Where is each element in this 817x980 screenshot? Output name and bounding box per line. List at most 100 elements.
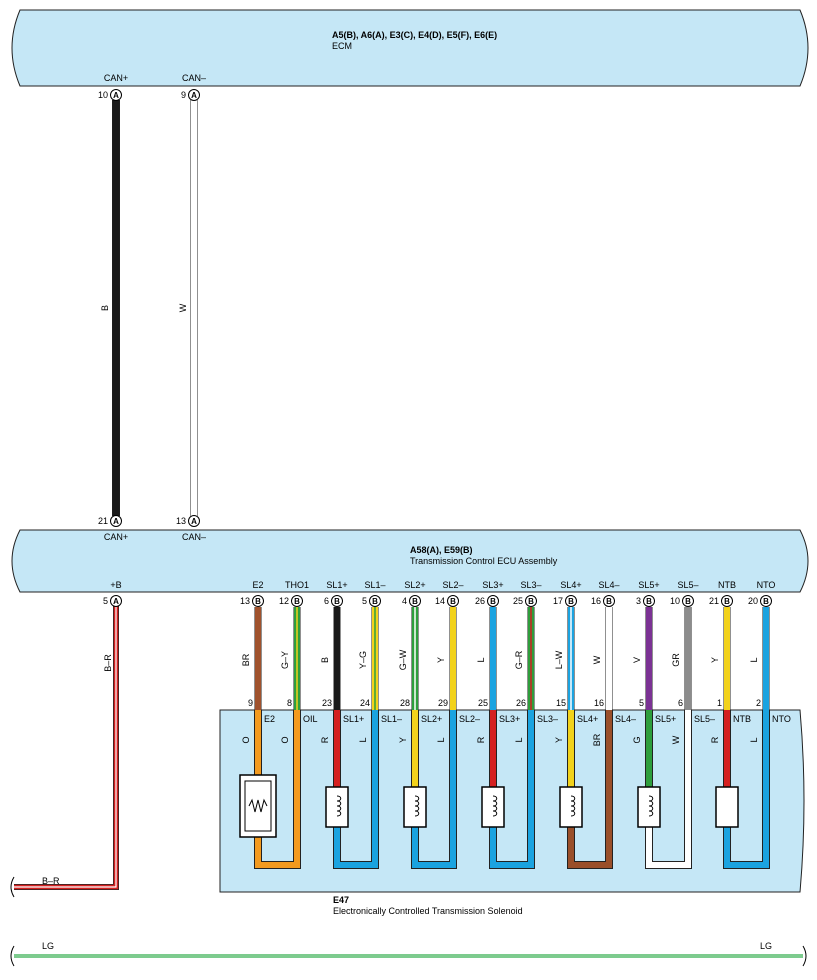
solenoid-wire-1-stripe (296, 607, 298, 710)
tcu-top-terminal-0-connector: A (113, 517, 119, 526)
tcu-bottom-terminal-13: B21 (709, 595, 733, 607)
tcu-bottom-terminal-label-12: SL5– (677, 580, 698, 590)
solenoid-wire-code-1: G–Y (280, 651, 290, 669)
tcu-bottom-terminal-8: B25 (513, 595, 537, 607)
tcu-bottom-terminal-7-connector: B (490, 597, 496, 606)
solenoid-internal-code-left-4: Y (554, 737, 564, 743)
tcu-bottom-terminal-3-connector: B (334, 597, 340, 606)
tcu-bottom-terminal-5-ring (409, 595, 421, 607)
solenoid-wire-code-13: L (749, 657, 759, 662)
solenoid-wire-6 (489, 607, 497, 710)
solenoid-wire-pin-4: 28 (400, 698, 410, 708)
ecm-terminal-label-1: CAN– (182, 73, 206, 83)
solenoid-wire-9 (605, 607, 613, 710)
tcu-bottom-terminal-11-ring (643, 595, 655, 607)
tcu-bottom-terminal-label-8: SL3– (520, 580, 541, 590)
coil-winding-5 (648, 795, 654, 817)
can-wire-0-core (112, 100, 120, 516)
solenoid-wire-5 (449, 607, 457, 710)
solenoid-wire-5-core (450, 607, 456, 710)
solenoid-wire-pin-5: 29 (438, 698, 448, 708)
solenoid-wire-pin-3: 24 (360, 698, 370, 708)
plus-b-wire: B–R B–R (10, 606, 119, 898)
tcu-bottom-terminal-0-ring (110, 595, 122, 607)
tcu-bottom-terminal-2-connector: B (294, 597, 300, 606)
solenoid-internal-code-left-3: R (476, 736, 486, 743)
tcu-bottom-terminal-1-ring (252, 595, 264, 607)
tcu-bottom-terminal-12-ring (682, 595, 694, 607)
tcu-bottom-terminal-5-pin: 4 (402, 596, 407, 606)
solenoid-internal-code-right-0: O (280, 736, 290, 743)
solenoid-lead-right-2 (450, 710, 456, 865)
tcu-connectors: A58(A), E59(B) (410, 545, 473, 555)
solenoid-internal-code-left-1: R (320, 736, 330, 743)
solenoid-wire-0-core (255, 607, 261, 710)
tcu-top-terminal-1-connector: A (191, 517, 197, 526)
tcu-bottom-terminal-13-connector: B (724, 597, 730, 606)
plus-b-wire-break-mark (10, 876, 15, 898)
solenoid-internal-code-right-4: BR (592, 733, 602, 746)
solenoid-lead-right-1 (372, 710, 378, 865)
solenoid-terminal-1: OIL (303, 714, 318, 724)
tcu-bottom-terminal-9-pin: 17 (553, 596, 563, 606)
can-wire-1 (190, 100, 198, 516)
tcu-bottom-terminal-3: B6 (324, 595, 343, 607)
solenoid-wire-2-core (334, 607, 340, 710)
tcu-bottom-terminal-5: B4 (402, 595, 421, 607)
solenoid-wire-4 (411, 607, 419, 710)
tcu-bottom-terminal-label-9: SL4+ (560, 580, 581, 590)
solenoid-internal-code-left-0: O (241, 736, 251, 743)
tcu-bottom-terminal-6-connector: B (450, 597, 456, 606)
tcu-bottom-terminal-1: B13 (240, 595, 264, 607)
tcu-bottom-terminal-label-7: SL3+ (482, 580, 503, 590)
thermistor-zigzag (248, 798, 268, 813)
tcu-bottom-terminal-5-connector: B (412, 597, 418, 606)
ecm-terminal-1-connector: A (191, 91, 197, 100)
solenoid-wire-pin-2: 23 (322, 698, 332, 708)
tcu-bottom-terminal-label-11: SL5+ (638, 580, 659, 590)
tcu-bottom-terminal-9: B17 (553, 595, 577, 607)
solenoid-terminal-12: NTB (733, 714, 751, 724)
solenoid-wire-code-9: W (592, 655, 602, 664)
solenoid-wire-6-core (490, 607, 496, 710)
coil-symbol-5 (637, 786, 661, 828)
solenoid-wire-pin-0: 9 (248, 698, 253, 708)
solenoid-wire-3-stripe (374, 607, 376, 710)
solenoid-wire-0 (254, 607, 262, 710)
tcu-bottom-terminal-0-connector: A (113, 597, 119, 606)
tcu-bottom-terminal-1-pin: 13 (240, 596, 250, 606)
solenoid-terminal-10: SL5+ (655, 714, 676, 724)
solenoid-wire-8-stripe (570, 607, 572, 710)
tcu-bottom-terminal-4-pin: 5 (362, 596, 367, 606)
solenoid-wires: BR9G–Y8B23Y–G24G–W28Y29L25G–R26L–W15W16V… (241, 607, 770, 710)
tcu-bottom-terminal-label-6: SL2– (442, 580, 463, 590)
solenoid-lead-left-2 (412, 710, 418, 790)
solenoid-wire-4-stripe (414, 607, 416, 710)
solenoid-lead-left-1 (334, 710, 340, 790)
solenoid-terminal-11: SL5– (694, 714, 715, 724)
solenoid-wire-pin-12: 1 (717, 698, 722, 708)
solenoid-wire-pin-1: 8 (287, 698, 292, 708)
plus-b-wire-stripe (14, 606, 117, 888)
coil-winding-1 (336, 795, 342, 817)
solenoid-wire-code-2: B (320, 657, 330, 663)
tcu-bottom-terminal-label-5: SL2+ (404, 580, 425, 590)
solenoid-internal-code-right-2: L (436, 737, 446, 742)
solenoid-lead-right-3 (528, 710, 534, 865)
ecm-terminal-1-pin: 9 (181, 90, 186, 100)
tcu-bottom-terminal-8-pin: 25 (513, 596, 523, 606)
solenoid-wire-12-core (724, 607, 730, 710)
coil-winding-3 (492, 795, 498, 817)
coil-symbol-3 (481, 786, 505, 828)
solenoid-terminal-13: NTO (772, 714, 791, 724)
ecm-terminal-0: A10 (98, 89, 122, 101)
solenoid-lead-left-4 (568, 710, 574, 790)
ecm-name: ECM (332, 41, 352, 51)
